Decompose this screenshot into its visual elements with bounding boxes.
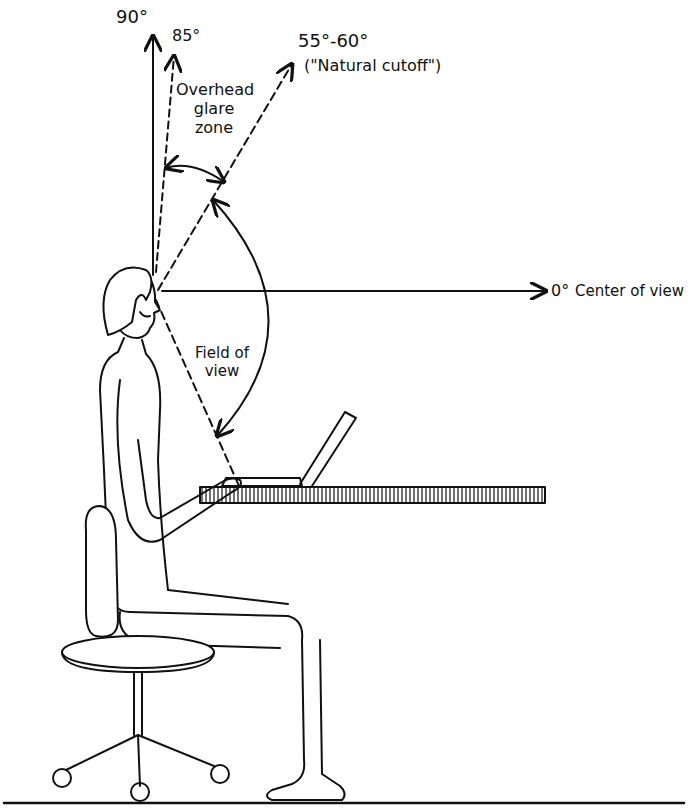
angle-label: 0°: [551, 281, 569, 300]
floor-line: [4, 802, 684, 805]
cutoff-ray: [158, 64, 292, 290]
laptop-screen: [300, 412, 356, 486]
center-arrow: [162, 290, 546, 292]
vertical-arrow: [152, 36, 154, 275]
angle-label: 85°: [172, 26, 200, 45]
dashed-ray: [156, 56, 174, 272]
annotation: ("Natural cutoff"): [304, 56, 441, 75]
axis-label: Center of view: [575, 282, 684, 300]
field-arc: [213, 200, 269, 436]
sight-line: [156, 300, 240, 488]
angle-label: 55°-60°: [298, 30, 368, 52]
zone-label: Overhead glare zone: [176, 80, 252, 138]
zone-label: Field of view: [190, 344, 254, 380]
glare-arc: [166, 166, 224, 182]
person: [53, 268, 345, 801]
angle-label: 90°: [116, 6, 148, 28]
desk: [200, 487, 545, 503]
